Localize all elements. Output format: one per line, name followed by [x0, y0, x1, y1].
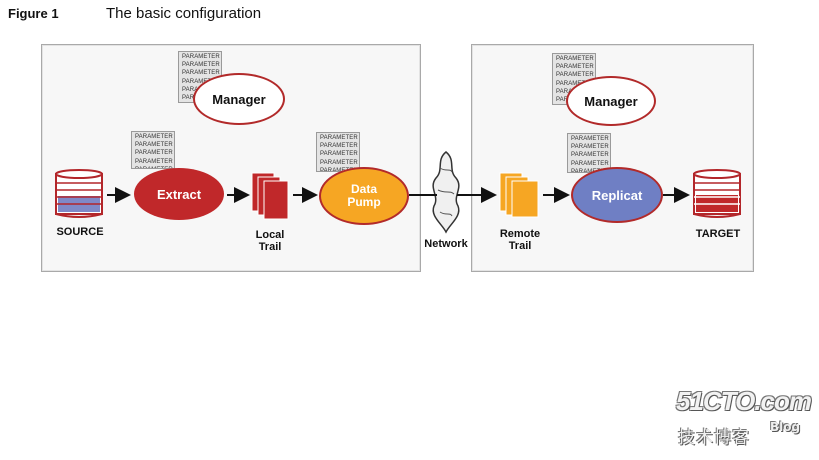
param-line: PARAMETER	[182, 62, 220, 69]
watermark-subtitle: 技术博客	[678, 428, 750, 448]
param-line: PARAMETER	[135, 134, 173, 140]
param-line: PARAMETER	[135, 150, 173, 157]
local-trail-label-line2: Trail	[258, 241, 282, 253]
param-line: PARAMETER	[556, 56, 594, 62]
param-line: PARAMETER	[571, 136, 609, 142]
param-line: PARAMETER	[571, 152, 609, 159]
remote-trail-label: Remote Trail	[490, 228, 550, 252]
param-stack-replicat: PARAMETER PARAMETER PARAMETER PARAMETER …	[567, 133, 611, 173]
manager-target-oval: Manager	[566, 76, 656, 126]
remote-trail-label-line1: Remote	[499, 228, 541, 240]
replicat-label: Replicat	[591, 187, 643, 203]
watermark-brand: 51CTO.com	[676, 386, 812, 416]
param-line: PARAMETER	[571, 160, 609, 167]
manager-source-label: Manager	[212, 91, 266, 107]
param-stack-data-pump: PARAMETER PARAMETER PARAMETER PARAMETER …	[316, 132, 360, 172]
local-trail-icon	[251, 172, 289, 220]
manager-source-oval: Manager	[193, 73, 285, 125]
param-line: PARAMETER	[320, 143, 358, 150]
param-line: PARAMETER	[571, 144, 609, 151]
source-database-icon	[55, 169, 103, 218]
param-line: PARAMETER	[556, 80, 594, 87]
param-line: PARAMETER	[571, 168, 609, 173]
param-line: PARAMETER	[135, 158, 173, 165]
network-label: Network	[424, 238, 468, 250]
figure-caption-number: Figure 1	[8, 6, 59, 21]
target-label: TARGET	[695, 228, 741, 240]
extract-oval: Extract	[134, 168, 224, 220]
param-line: PARAMETER	[320, 151, 358, 158]
param-line: PARAMETER	[320, 159, 358, 166]
local-trail-label-line1: Local	[255, 229, 285, 241]
param-line: PARAMETER	[556, 64, 594, 71]
watermark-blog: Blog	[770, 420, 801, 434]
manager-target-label: Manager	[584, 93, 638, 109]
param-line: PARAMETER	[182, 54, 220, 60]
data-pump-label-line2: Pump	[347, 195, 381, 209]
param-line: PARAMETER	[135, 142, 173, 149]
extract-label: Extract	[156, 186, 202, 202]
param-line: PARAMETER	[182, 70, 220, 77]
param-line: PARAMETER	[556, 72, 594, 79]
param-line: PARAMETER	[182, 78, 220, 85]
source-label: SOURCE	[56, 226, 104, 238]
param-line: PARAMETER	[135, 166, 174, 168]
data-pump-label-line1: Data	[350, 182, 377, 196]
local-trail-label: Local Trail	[244, 229, 296, 253]
param-stack-extract: PARAMETER PARAMETER PARAMETER PARAMETER …	[131, 131, 175, 169]
replicat-oval: Replicat	[571, 167, 663, 223]
param-line: PARAMETER	[320, 135, 358, 141]
remote-trail-icon	[499, 172, 539, 218]
target-database-icon	[693, 169, 741, 218]
remote-trail-label-line2: Trail	[508, 240, 532, 252]
param-line: PARAMETER	[320, 167, 358, 172]
network-cloud-icon	[432, 151, 460, 234]
figure-caption-title: The basic configuration	[106, 5, 262, 22]
data-pump-oval: Data Pump	[319, 167, 409, 225]
